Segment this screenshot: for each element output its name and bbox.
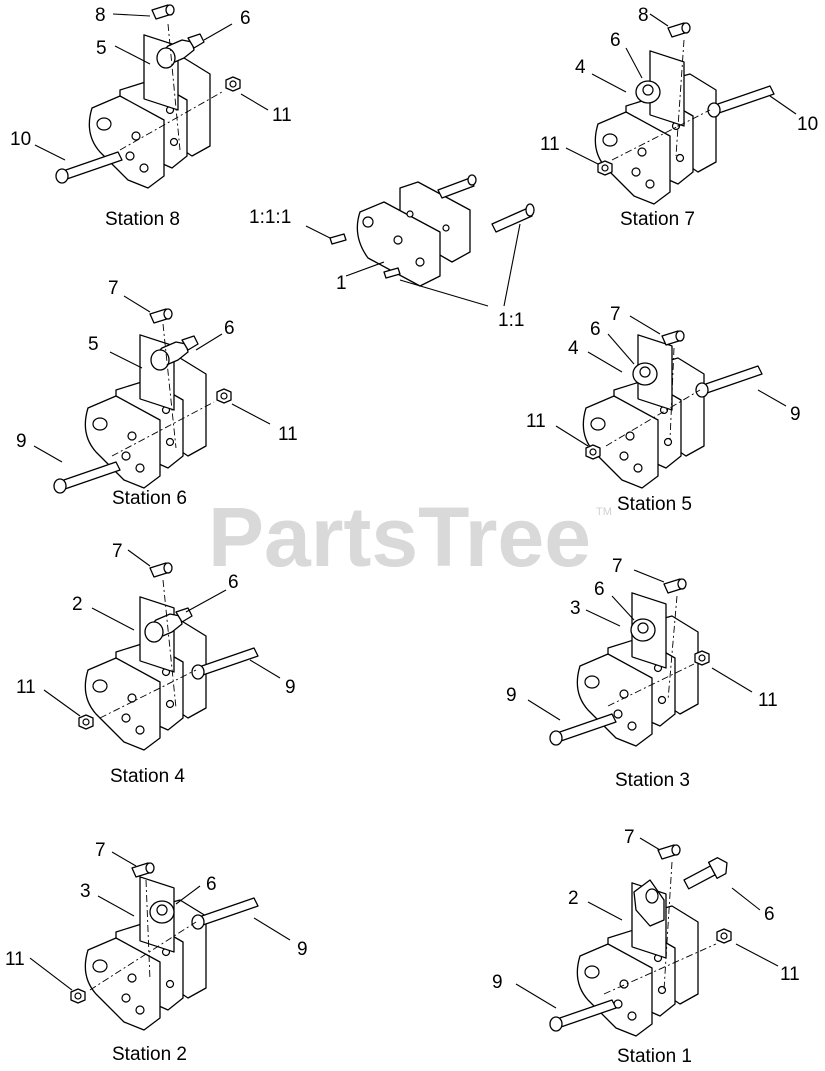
station-6: 7 5 6 9 11 Station 6 xyxy=(16,278,298,509)
s2-label-11: 11 xyxy=(5,949,25,970)
s4-label-9: 9 xyxy=(285,677,296,698)
station-6-caption: Station 6 xyxy=(112,488,187,509)
s6-label-7: 7 xyxy=(108,278,119,299)
station-4-caption: Station 4 xyxy=(110,766,185,787)
s6-label-5: 5 xyxy=(88,334,99,355)
watermark-tm: TM xyxy=(596,506,612,518)
s6-label-11: 11 xyxy=(278,424,298,445)
s8-label-8: 8 xyxy=(95,5,106,26)
station-8: 8 5 6 10 11 Station 8 xyxy=(10,4,292,230)
s4-label-11: 11 xyxy=(16,677,36,698)
s8-label-11: 11 xyxy=(272,105,292,126)
s7-label-6: 6 xyxy=(610,30,621,51)
s3-label-6: 6 xyxy=(594,579,605,600)
s8-label-6: 6 xyxy=(240,8,251,29)
s5-label-4: 4 xyxy=(568,338,579,359)
s8-label-5: 5 xyxy=(96,38,107,59)
label-1-1: 1:1 xyxy=(498,310,524,331)
s7-label-8: 8 xyxy=(638,5,649,26)
s1-label-2: 2 xyxy=(568,888,579,909)
station-2-caption: Station 2 xyxy=(112,1044,187,1065)
station-1-caption: Station 1 xyxy=(617,1046,692,1067)
s5-label-7: 7 xyxy=(610,304,621,325)
s4-label-6: 6 xyxy=(228,572,239,593)
station-3-caption: Station 3 xyxy=(615,770,690,791)
s3-label-9: 9 xyxy=(506,685,517,706)
s4-label-2: 2 xyxy=(72,594,83,615)
station-1: 7 2 6 9 11 Station 1 xyxy=(492,827,800,1067)
station-5: 7 6 4 9 11 Station 5 xyxy=(526,304,801,515)
s1-label-7: 7 xyxy=(624,827,635,848)
s3-label-3: 3 xyxy=(570,598,581,619)
station-3: 7 6 3 9 11 Station 3 xyxy=(506,556,778,791)
s7-label-4: 4 xyxy=(575,57,586,78)
s3-label-11: 11 xyxy=(758,690,778,711)
label-1: 1 xyxy=(336,273,347,294)
station-8-caption: Station 8 xyxy=(105,209,180,230)
s8-label-10: 10 xyxy=(10,129,31,150)
s2-label-6: 6 xyxy=(206,874,217,895)
station-7: 8 6 4 10 11 Station 7 xyxy=(540,5,818,230)
label-1-1-1: 1:1:1 xyxy=(249,207,291,228)
s2-label-3: 3 xyxy=(80,881,91,902)
s7-label-10: 10 xyxy=(797,114,818,135)
s5-label-11: 11 xyxy=(526,411,546,432)
s2-label-7: 7 xyxy=(95,840,106,861)
station-4: 7 2 6 9 11 Station 4 xyxy=(16,541,296,787)
s6-label-9: 9 xyxy=(16,431,27,452)
watermark: PartsTree xyxy=(208,490,591,584)
station-2: 7 3 6 9 11 Station 2 xyxy=(5,840,308,1065)
s2-label-9: 9 xyxy=(297,939,308,960)
s6-label-6: 6 xyxy=(224,318,235,339)
center-assembly: 1:1:1 1 1:1 xyxy=(249,174,535,331)
s5-label-9: 9 xyxy=(790,404,801,425)
s3-label-7: 7 xyxy=(612,556,623,577)
s1-label-9: 9 xyxy=(492,972,503,993)
s4-label-7: 7 xyxy=(112,541,123,562)
station-5-caption: Station 5 xyxy=(617,494,692,515)
s5-label-6: 6 xyxy=(590,319,601,340)
s7-label-11: 11 xyxy=(540,134,560,155)
s1-label-6: 6 xyxy=(764,904,775,925)
s1-label-11: 11 xyxy=(780,964,800,985)
station-7-caption: Station 7 xyxy=(620,209,695,230)
